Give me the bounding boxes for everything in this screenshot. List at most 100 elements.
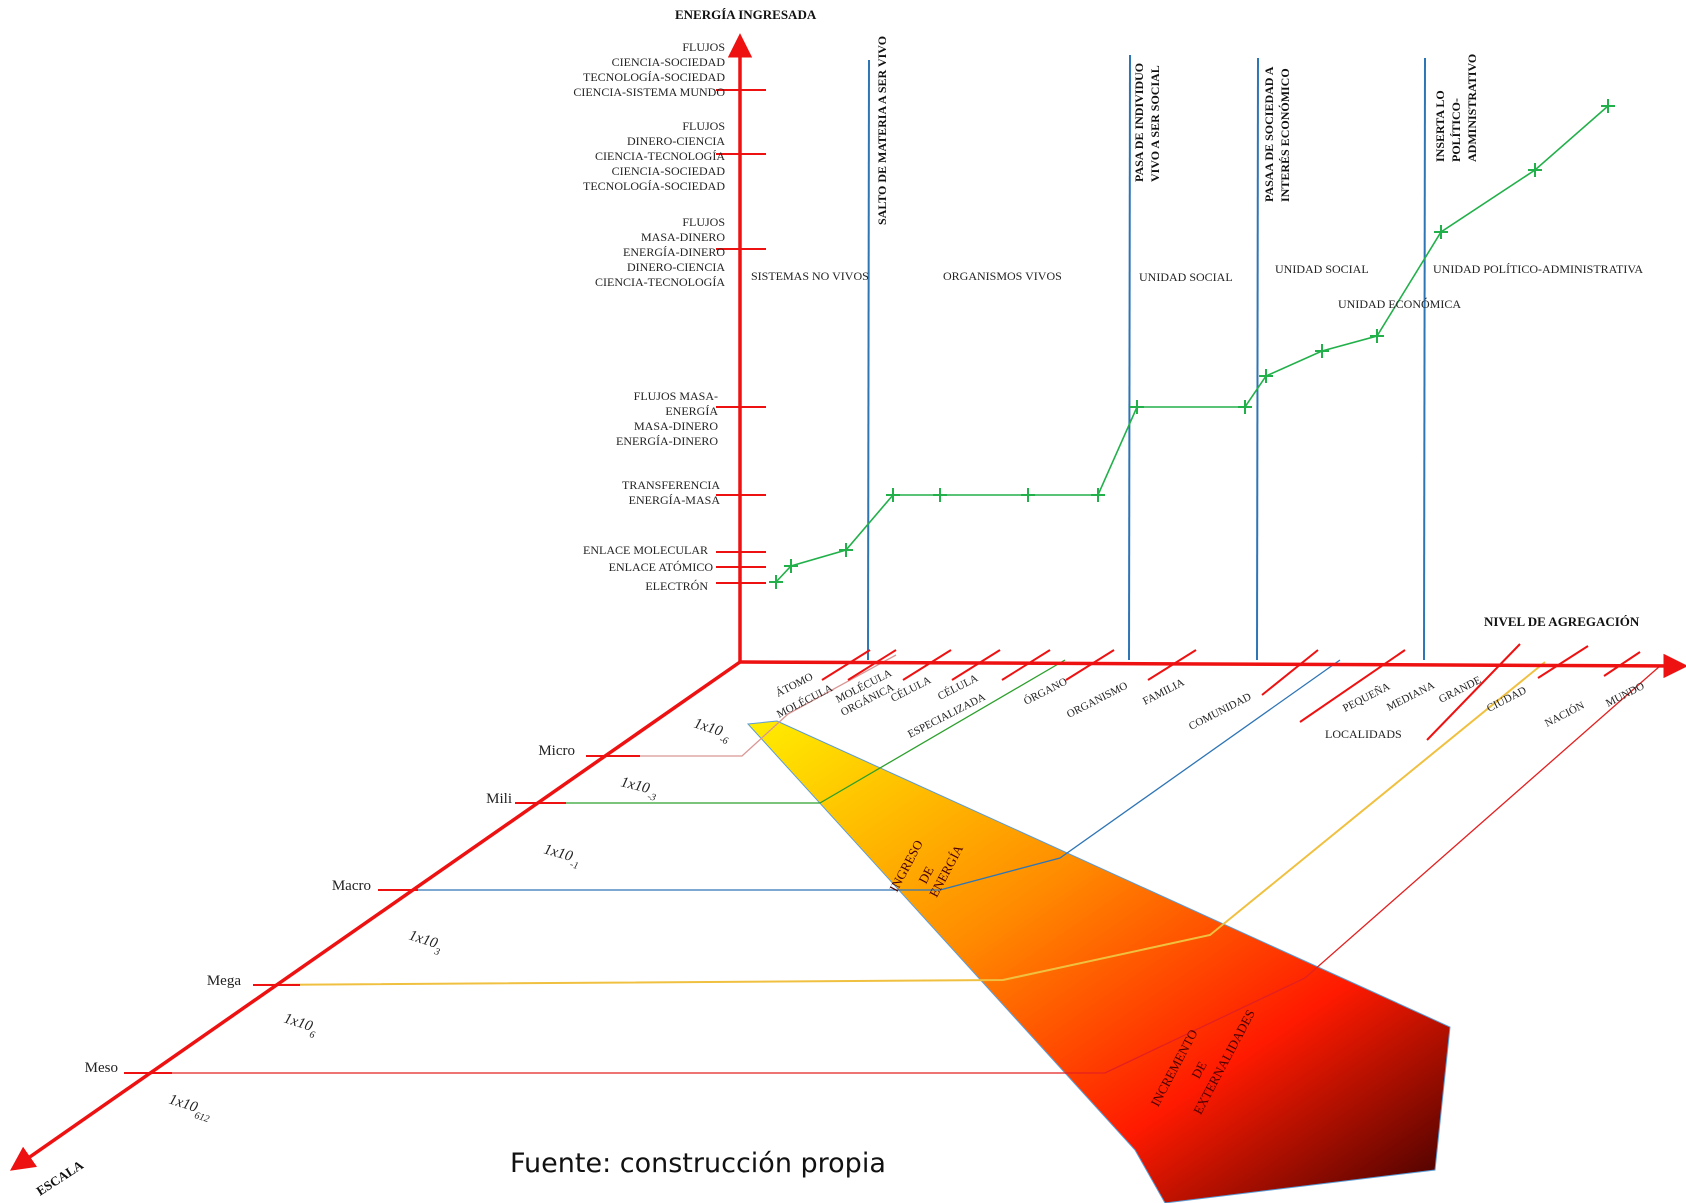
energy-label: ENERGÍA-MASA (629, 493, 721, 507)
energy-axis-title: ENERGÍA INGRESADA (675, 7, 817, 22)
aggregation-label: ORGANISMO (1065, 680, 1130, 721)
aggregation-label: PEQUEÑA (1341, 681, 1392, 715)
curve-marker (1130, 400, 1144, 414)
region-label: ORGANISMOS VIVOS (943, 269, 1062, 283)
scale-exponent: 1x10-1 (541, 841, 583, 872)
scale-level: Micro (538, 743, 575, 759)
curve-marker (784, 559, 798, 573)
energy-label: MASA-DINERO (634, 419, 718, 433)
energy-label: CIENCIA-SOCIEDAD (612, 55, 726, 69)
region-label: UNIDAD ECONÓMICA (1338, 297, 1461, 311)
curve-marker (839, 543, 853, 557)
transition-label: ADMINISTRATIVO (1465, 54, 1479, 162)
micro-projection-line (586, 654, 897, 757)
incremento-label: DE (1188, 1059, 1209, 1081)
region-label: UNIDAD SOCIAL (1275, 262, 1369, 276)
energy-axis-ticks (716, 89, 766, 584)
energy-label: ELECTRÓN (645, 579, 708, 593)
scale-level: Mega (207, 973, 241, 989)
region-label: UNIDAD POLÍTICO-ADMINISTRATIVA (1433, 262, 1643, 276)
energy-label: FLUJOS (682, 119, 725, 133)
transition-label: PASA DE INDIVIDUO (1132, 63, 1146, 182)
transition-line-1 (867, 59, 870, 661)
curve-marker (1259, 369, 1273, 383)
axes (9, 33, 1686, 1171)
scale-axis-ticks (124, 755, 640, 1074)
energy-label: ENERGÍA-DINERO (616, 434, 718, 448)
scale-level-labels: Micro Mili Macro Mega Meso (85, 743, 575, 1076)
scale-exponent: 1x10-3 (618, 774, 659, 803)
energy-label: DINERO-CIENCIA (627, 134, 725, 148)
energy-label: MASA-DINERO (641, 230, 725, 244)
transition-label: VIVO A SER SOCIAL (1148, 65, 1162, 182)
energy-externalities-arrow (746, 720, 1451, 1203)
curve-marker (886, 488, 900, 502)
energy-label: ENLACE ATÓMICO (609, 560, 714, 574)
mili-projection-line (528, 659, 1066, 804)
transition-line-3 (1256, 57, 1259, 661)
aggregation-label: COMUNIDAD (1187, 691, 1253, 733)
region-label: UNIDAD SOCIAL (1139, 270, 1233, 284)
curve-marker (1370, 329, 1384, 343)
energy-label: ENERGÍA-DINERO (623, 245, 725, 259)
scale-axis (9, 660, 742, 1171)
transition-labels: SALTO DE MATERIA A SER VIVO PASA DE INDI… (875, 36, 1479, 225)
curve-marker (1021, 488, 1035, 502)
region-labels: SISTEMAS NO VIVOS ORGANISMOS VIVOS UNIDA… (751, 262, 1643, 311)
source-caption: Fuente: construcción propia (510, 1148, 886, 1179)
energy-label: ENLACE MOLECULAR (583, 543, 708, 557)
transition-line-4 (1423, 57, 1426, 661)
curve-marker (769, 575, 783, 589)
aggregation-axis (739, 653, 1686, 679)
curve-marker (1091, 488, 1105, 502)
scale-level: Mili (486, 791, 512, 807)
energy-label: CIENCIA-SISTEMA MUNDO (573, 85, 725, 99)
mega-projection-line (254, 661, 1546, 986)
energy-label: TRANSFERENCIA (622, 478, 720, 492)
transition-label: INTERÉS ECONÓMICO (1278, 68, 1292, 202)
aggregation-axis-ticks (821, 643, 1641, 741)
scale-exponent: 1x106 (280, 1011, 319, 1042)
ingreso-label: DE (915, 864, 936, 886)
scale-exponent: 1x10612 (165, 1092, 213, 1126)
energy-label: CIENCIA-SOCIEDAD (612, 164, 726, 178)
energy-label: TECNOLOGÍA-SOCIEDAD (583, 179, 725, 193)
scale-exponent: 1x10-6 (690, 716, 732, 748)
energy-label: FLUJOS MASA- (634, 389, 718, 403)
aggregation-label: FAMILIA (1141, 677, 1187, 708)
energy-label: CIENCIA-TECNOLOGÍA (595, 275, 725, 289)
transition-label: PASAA DE SOCIEDAD A (1262, 66, 1276, 202)
transition-lines (867, 54, 1426, 661)
curve-marker (1315, 344, 1329, 358)
scale-axis-title: ESCALA (33, 1157, 86, 1199)
macro-projection-line (378, 659, 1341, 891)
transition-label: SALTO DE MATERIA A SER VIVO (875, 36, 889, 225)
scale-level: Meso (85, 1060, 118, 1076)
energy-curve-markers (769, 99, 1615, 589)
meso-projection-line (145, 665, 1661, 1074)
aggregation-label: MEDIANA (1385, 679, 1437, 713)
aggregation-label: CIUDAD (1485, 685, 1529, 715)
curve-marker (1238, 400, 1252, 414)
energy-label: FLUJOS (682, 215, 725, 229)
energy-label: CIENCIA-TECNOLOGÍA (595, 149, 725, 163)
energy-curve (775, 105, 1609, 583)
region-label: SISTEMAS NO VIVOS (751, 269, 869, 283)
scale-exponent: 1x103 (405, 928, 444, 959)
scale-exponents: 1x10-6 1x10-3 1x10-1 1x103 1x106 1x10612 (165, 716, 732, 1126)
aggregation-label: CÉLULA (889, 674, 933, 704)
scale-projection-lines (145, 654, 1661, 1074)
localidades-label: LOCALIDADS (1325, 727, 1402, 741)
curve-marker (1434, 225, 1448, 239)
curve-marker (1528, 163, 1542, 177)
aggregation-axis-title: NIVEL DE AGREGACIÓN (1484, 614, 1640, 629)
energy-label: FLUJOS (682, 40, 725, 54)
scale-level: Macro (332, 878, 371, 894)
curve-marker (1601, 99, 1615, 113)
energy-label: DINERO-CIENCIA (627, 260, 725, 274)
transition-label: POLÍTICO- (1449, 98, 1463, 162)
transition-label: INSERTA LO (1433, 90, 1447, 162)
aggregation-label: MUNDO (1604, 680, 1647, 710)
energy-label: TECNOLOGÍA-SOCIEDAD (583, 70, 725, 84)
